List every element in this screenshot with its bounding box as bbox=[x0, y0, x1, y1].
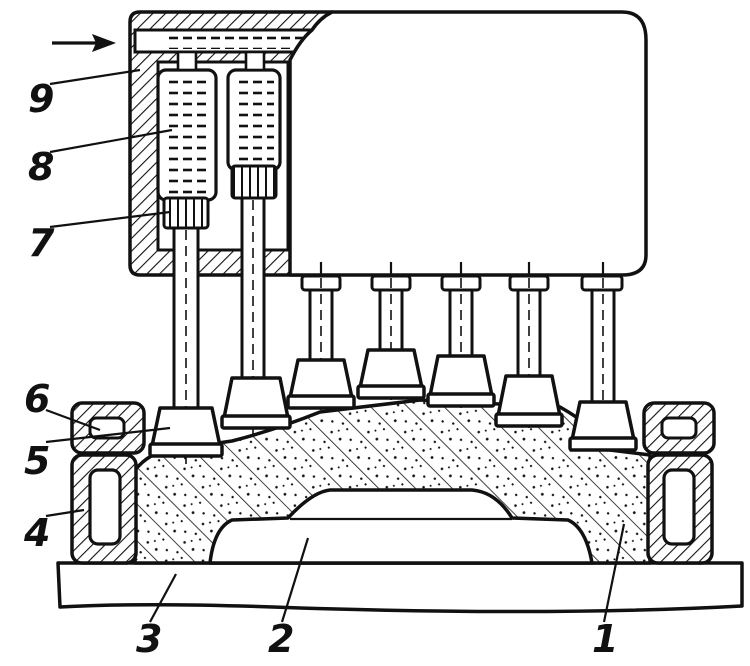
callout-4: 4 bbox=[23, 511, 50, 555]
callout-7: 7 bbox=[28, 221, 55, 265]
callout-8: 8 bbox=[28, 145, 54, 189]
piston-left bbox=[162, 196, 210, 230]
arrow-right-icon bbox=[52, 34, 116, 52]
callout-1: 1 bbox=[592, 617, 618, 661]
callout-6: 6 bbox=[24, 377, 50, 421]
pressure-shoes bbox=[148, 348, 638, 458]
head-block bbox=[288, 10, 648, 277]
callout-9: 9 bbox=[28, 77, 54, 121]
callout-3: 3 bbox=[136, 617, 162, 661]
callout-5: 5 bbox=[24, 439, 50, 483]
base-plate bbox=[56, 561, 744, 614]
leader-lines bbox=[45, 68, 626, 623]
piston-right bbox=[230, 164, 278, 200]
callout-2: 2 bbox=[268, 617, 294, 661]
